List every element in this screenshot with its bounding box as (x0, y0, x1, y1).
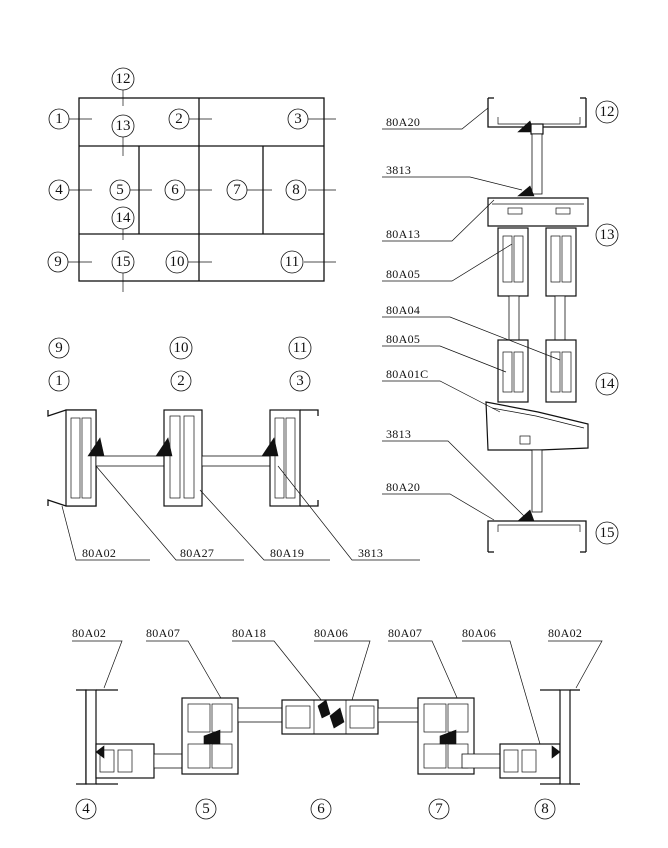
callout-12-label: 12 (116, 71, 131, 87)
callout-10-mid-label: 10 (174, 340, 189, 356)
bottom-horizontal-section: 80A02 80A07 80A18 80A06 80A07 80A06 80A0… (72, 626, 603, 820)
callout-9-mid-label: 9 (55, 340, 63, 356)
callout-14-section (595, 372, 619, 396)
callout-7-label: 7 (233, 182, 241, 198)
callout-11-mid-label: 11 (293, 340, 307, 356)
label-3813-bottom: 3813 (386, 427, 411, 441)
callout-12 (111, 67, 135, 91)
label-80A19: 80A19 (270, 546, 304, 560)
callout-1 (48, 108, 70, 130)
callout-13-label: 13 (116, 118, 131, 134)
callout-1-mid-label: 1 (55, 373, 63, 389)
callout-8-label: 8 (292, 182, 300, 198)
label-80A06-right: 80A06 (462, 626, 496, 640)
callout-15 (111, 250, 135, 274)
label-80A20-bottom: 80A20 (386, 480, 420, 494)
callout-2-mid-label: 2 (177, 373, 185, 389)
label-80A07-left: 80A07 (146, 626, 180, 640)
callout-10-mid (169, 336, 193, 360)
callout-15-section (595, 521, 619, 545)
label-80A05-top: 80A05 (386, 267, 420, 281)
mid-horizontal-section: 9 10 11 1 2 3 80A02 (47, 336, 420, 561)
callout-12-section-label: 12 (600, 104, 615, 120)
callout-6-label: 6 (171, 182, 179, 198)
label-80A27: 80A27 (180, 546, 214, 560)
label-80A20-top: 80A20 (386, 115, 420, 129)
callout-6-bottom (310, 798, 332, 820)
callout-4-label: 4 (55, 182, 63, 198)
callout-5-label: 5 (116, 182, 124, 198)
callout-9 (47, 251, 69, 273)
callout-9-mid (48, 337, 70, 359)
callout-10-label: 10 (170, 254, 185, 270)
callout-15-section-label: 15 (600, 525, 615, 541)
callout-2-mid (170, 370, 192, 392)
callout-3 (287, 108, 309, 130)
label-80A18: 80A18 (232, 626, 266, 640)
label-3813-top: 3813 (386, 163, 411, 177)
label-80A02-mid: 80A02 (82, 546, 116, 560)
callout-14-label: 14 (116, 210, 132, 226)
callout-2-label: 2 (175, 111, 183, 127)
label-80A13: 80A13 (386, 227, 420, 241)
callout-6-bottom-label: 6 (317, 801, 325, 817)
vertical-section: 80A20 3813 80A13 80A05 80A04 80A05 80A01… (382, 97, 619, 553)
callout-8-bottom (534, 798, 556, 820)
callout-5-bottom-label: 5 (202, 801, 210, 817)
callout-7-bottom-label: 7 (435, 801, 443, 817)
callout-11-mid (288, 336, 312, 360)
callout-13 (111, 114, 135, 138)
callout-8 (285, 179, 307, 201)
callout-3-label: 3 (294, 111, 302, 127)
label-80A04: 80A04 (386, 303, 420, 317)
callout-1-label: 1 (55, 111, 63, 127)
callout-7-bottom (428, 798, 450, 820)
window-elevation: 1 2 3 4 5 6 7 8 9 10 11 12 13 14 15 (47, 67, 336, 292)
label-80A01C: 80A01C (386, 367, 428, 381)
callout-8-bottom-label: 8 (541, 801, 549, 817)
callout-13-section (595, 223, 619, 247)
callout-14 (111, 206, 135, 230)
callout-7 (226, 179, 248, 201)
label-80A06-left: 80A06 (314, 626, 348, 640)
callout-5-bottom (195, 798, 217, 820)
callout-3-mid-label: 3 (296, 373, 304, 389)
label-80A02-right: 80A02 (548, 626, 582, 640)
callout-2 (168, 108, 190, 130)
label-80A07-right: 80A07 (388, 626, 422, 640)
label-80A05-bottom: 80A05 (386, 332, 420, 346)
callout-4 (48, 179, 70, 201)
callout-14-section-label: 14 (600, 376, 616, 392)
callout-3-mid (289, 370, 311, 392)
label-80A02-left: 80A02 (72, 626, 106, 640)
callout-12-section (595, 100, 619, 124)
callout-4-bottom-label: 4 (82, 801, 90, 817)
callout-6 (164, 179, 186, 201)
label-3813-mid: 3813 (358, 546, 383, 560)
callout-5 (109, 179, 131, 201)
callout-1-mid (48, 370, 70, 392)
callout-9-label: 9 (54, 254, 62, 270)
callout-4-bottom (75, 798, 97, 820)
callout-13-section-label: 13 (600, 227, 615, 243)
callout-10 (165, 250, 189, 274)
callout-11-label: 11 (285, 254, 299, 270)
callout-15-label: 15 (116, 254, 131, 270)
callout-11 (280, 250, 304, 274)
